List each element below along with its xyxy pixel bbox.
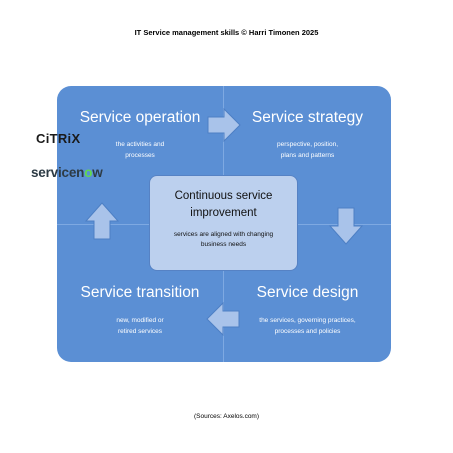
description-line: perspective, position, — [276, 141, 339, 148]
quadrant-service-operation-description: the activities and processes — [57, 139, 223, 161]
center-title-line: Continuous service — [174, 190, 273, 202]
arrow-up-icon — [85, 202, 119, 240]
quadrant-service-strategy-title: Service strategy — [251, 109, 364, 126]
servicenow-logo: servicenow — [31, 165, 103, 180]
diagram-title: IT Service management skills © Harri Tim… — [134, 28, 319, 37]
quadrant-service-transition-description: new, modified or retired services — [57, 315, 223, 337]
description-line: new, modified or — [116, 317, 164, 324]
arrow-down-icon — [329, 207, 363, 245]
quadrant-service-design-title: Service design — [256, 284, 359, 301]
service-lifecycle-diagram: Service operation the activities and pro… — [57, 86, 391, 362]
center-title-line: improvement — [190, 207, 257, 219]
quadrant-service-operation-title: Service operation — [79, 109, 201, 126]
description-line: plans and patterns — [280, 152, 335, 159]
quadrant-service-strategy-description: perspective, position, plans and pattern… — [224, 139, 391, 161]
quadrant-service-design-description: the services, governing practices, proce… — [224, 315, 391, 337]
description-line: the services, governing practices, — [259, 317, 356, 324]
description-line: processes and policies — [274, 328, 341, 335]
sources-caption: (Sources: Axelos.com) — [193, 413, 260, 420]
center-description: services are aligned with changing busin… — [173, 231, 274, 248]
description-line: the activities and — [115, 141, 165, 148]
continuous-service-improvement-box: Continuous service improvement services … — [149, 175, 298, 271]
center-title: Continuous service improvement — [150, 188, 297, 222]
description-line: retired services — [117, 328, 163, 335]
citrix-logo: CiTRiX — [36, 131, 81, 146]
description-line: processes — [125, 152, 155, 159]
quadrant-service-transition-title: Service transition — [80, 284, 200, 301]
arrow-left-icon — [206, 302, 240, 336]
arrow-right-icon — [207, 108, 241, 142]
